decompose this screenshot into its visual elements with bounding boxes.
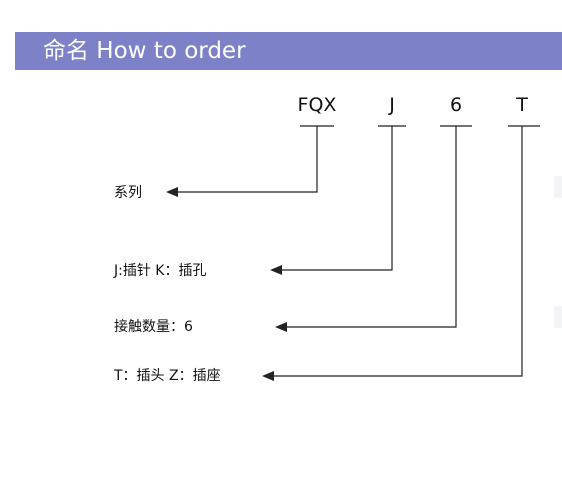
code-part-series: FQX xyxy=(297,94,337,116)
leader-series xyxy=(176,126,318,193)
header-bar: 命名 How to order xyxy=(15,32,562,70)
code-part-connector-type: T xyxy=(516,94,528,116)
label-contact-type: J:插针 K：插孔 xyxy=(114,263,207,279)
label-series: 系列 xyxy=(114,185,142,201)
code-part-contact-type: J xyxy=(389,94,395,116)
edge-decoration xyxy=(554,176,562,198)
page-title: 命名 How to order xyxy=(43,38,246,64)
code-part-contact-count: 6 xyxy=(449,94,463,116)
arrowhead-series xyxy=(166,187,178,197)
leader-contact-type xyxy=(280,126,393,271)
leader-connector-type xyxy=(270,126,523,377)
leader-contact-count xyxy=(285,126,457,328)
label-contact-count: 接触数量：6 xyxy=(114,319,193,335)
label-connector-type: T：插头 Z：插座 xyxy=(114,368,221,384)
arrowhead-contact-type xyxy=(270,265,282,275)
arrowhead-contact-count xyxy=(275,322,287,332)
arrowhead-connector-type xyxy=(262,371,274,381)
edge-decoration xyxy=(554,306,562,328)
